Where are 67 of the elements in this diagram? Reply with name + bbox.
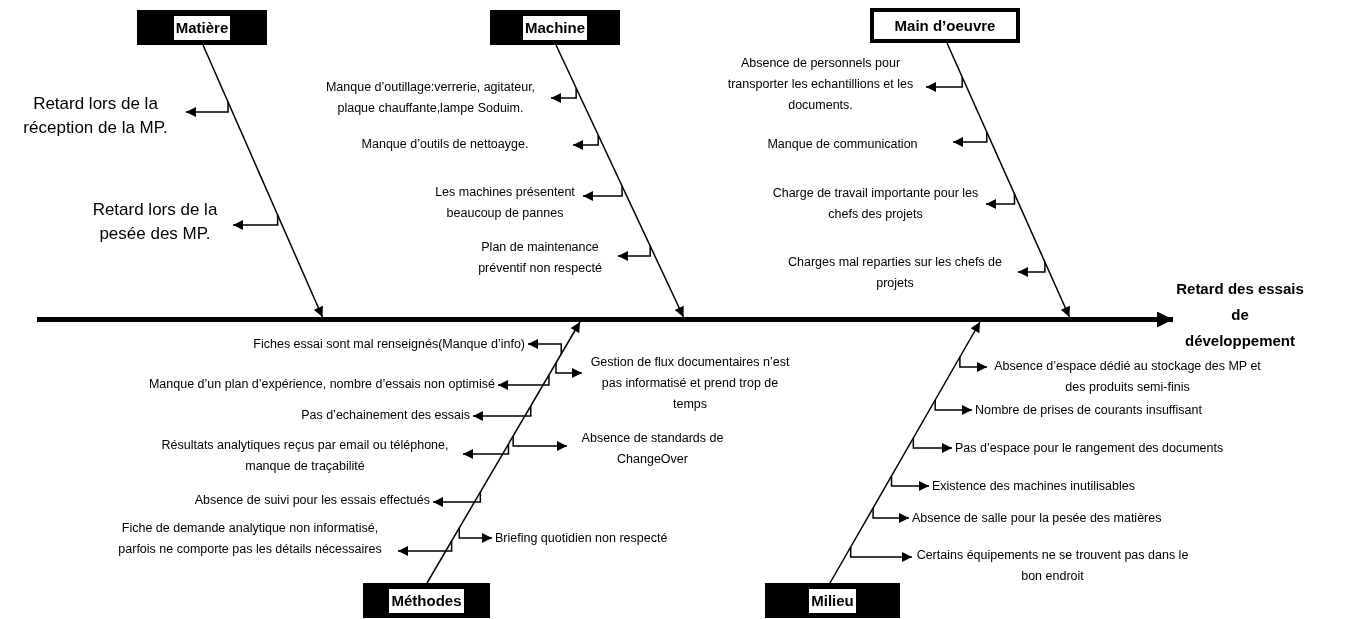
arrow <box>912 437 953 453</box>
cause-text: Retard lors de la réception de la MP. <box>8 92 183 140</box>
arrow <box>185 101 229 117</box>
arrow <box>397 540 453 556</box>
arrow <box>1017 261 1046 277</box>
arrow <box>232 214 279 230</box>
cause-text: Charges mal reparties sur les chefs de projets <box>775 252 1015 294</box>
arrow <box>959 356 988 372</box>
cause-text: Les machines présentent beaucoup de pannes <box>430 182 580 224</box>
category-arrow <box>202 44 324 318</box>
category-box <box>490 10 620 45</box>
cause-text: Manque d’un plan d’expérience, nombre d’essais non optimisé <box>20 374 495 395</box>
arrow <box>952 131 988 147</box>
arrow <box>497 374 550 390</box>
arrow <box>890 475 930 491</box>
cause-text: Certains équipements ne se trouvent pas dans le bon endroit <box>915 545 1190 587</box>
cause-text: Absence de personnels pour transporter les echantillions et les documents. <box>718 53 923 116</box>
category-arrow <box>829 321 981 584</box>
arrow <box>582 185 623 201</box>
arrow <box>849 546 913 562</box>
cause-text: Briefing quotidien non respecté <box>495 528 735 549</box>
cause-text: Absence de standards de ChangeOver <box>570 428 735 470</box>
cause-text: Plan de maintenance préventif non respecté <box>465 237 615 279</box>
arrow <box>934 399 973 415</box>
arrow <box>550 87 577 103</box>
category-box <box>363 583 490 618</box>
spine-bar <box>37 317 1150 322</box>
category-box <box>870 8 1020 43</box>
cause-text: Pas d’espace pour le rangement des documents <box>955 438 1325 459</box>
arrow <box>985 193 1016 209</box>
category-arrow <box>426 321 581 584</box>
cause-text: Manque d’outils de nettoayge. <box>320 134 570 155</box>
arrow <box>925 76 963 92</box>
effect-text: Retard des essais de développement <box>1175 276 1305 354</box>
cause-text: Gestion de flux documentaires n’est pas informatisé et prend trop de temps <box>585 352 795 415</box>
cause-text: Absence de suivi pour les essais effectués <box>110 490 430 511</box>
cause-text: Nombre de prises de courants insuffisant <box>975 400 1305 421</box>
category-label: Méthodes <box>389 588 464 613</box>
cause-text: Absence d’espace dédié au stockage des MP et des produits semi-finis <box>990 356 1265 398</box>
category-arrow <box>555 44 685 318</box>
category-box <box>765 583 900 618</box>
category-label: Milieu <box>809 588 856 613</box>
category-label: Machine <box>523 15 587 40</box>
category-arrow <box>946 42 1071 318</box>
spine-arrow <box>1150 311 1173 328</box>
arrow <box>472 405 532 421</box>
category-box <box>137 10 267 45</box>
arrow <box>572 134 599 150</box>
cause-text: Manque de communication <box>735 134 950 155</box>
category-label: Matière <box>173 15 231 40</box>
cause-text: Résultats analytiques reçus par email ou téléphone, manque de traçabilité <box>150 435 460 477</box>
cause-text: Fiche de demande analytique non informatisé, parfois ne comporte pas les détails nécessaires <box>105 518 395 560</box>
cause-text: Manque d’outillage:verrerie, agitateur, plaque chauffante,lampe Soduim. <box>313 77 548 119</box>
arrow <box>432 491 482 507</box>
arrow <box>617 245 651 261</box>
cause-text: Retard lors de la pesée des MP. <box>80 198 230 246</box>
arrow <box>458 527 493 543</box>
arrow <box>512 435 568 451</box>
arrow <box>872 507 910 523</box>
cause-text: Existence des machines inutilisables <box>932 476 1222 497</box>
arrow <box>462 443 510 459</box>
arrow <box>555 362 583 378</box>
cause-text: Pas d’echainement des essais <box>240 405 470 426</box>
arrow <box>527 339 562 355</box>
cause-text: Charge de travail importante pour les chefs des projets <box>768 183 983 225</box>
cause-text: Absence de salle pour la pesée des matières <box>912 508 1212 529</box>
cause-text: Fiches essai sont mal renseignés(Manque d’info) <box>125 334 525 355</box>
